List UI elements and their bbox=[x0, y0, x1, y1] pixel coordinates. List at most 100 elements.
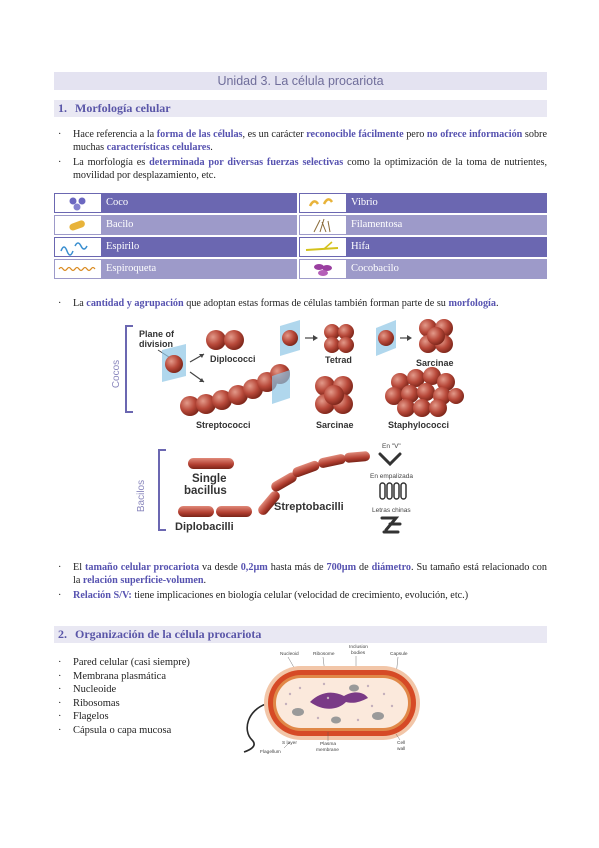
tetrad-label: Tetrad bbox=[325, 355, 352, 365]
text: Hace referencia a la bbox=[73, 129, 157, 140]
morph-label: Espirilo bbox=[106, 241, 140, 252]
bullet: · bbox=[58, 298, 62, 309]
vibrio-icon bbox=[300, 194, 346, 212]
list-item: ·Cápsula o capa mucosa bbox=[58, 724, 172, 736]
highlight: relación superficie-volumen bbox=[82, 575, 204, 587]
morph-row-vibrio: Vibrio bbox=[299, 193, 547, 213]
inclusion-label: Inclusion bbox=[349, 644, 368, 650]
chinas-label: Letras chinas bbox=[372, 507, 411, 514]
bullet: · bbox=[58, 129, 62, 140]
wall-label: wall bbox=[397, 746, 405, 752]
morph-label: Bacilo bbox=[106, 219, 134, 230]
text: que adoptan estas formas de células tamb… bbox=[183, 298, 449, 309]
paragraph-agrupacion: · La cantidad y agrupación que adoptan e… bbox=[58, 297, 547, 310]
streptobacilli-label: Streptobacilli bbox=[274, 501, 344, 513]
highlight: tamaño celular procariota bbox=[84, 562, 200, 573]
morph-label: Vibrio bbox=[351, 197, 378, 208]
streptobacilli-chain bbox=[258, 451, 370, 515]
empalizada-label: En empalizada bbox=[370, 473, 413, 480]
text: . bbox=[210, 142, 213, 154]
text: , es un carácter bbox=[242, 129, 307, 140]
division-label: division bbox=[139, 339, 173, 349]
text: La morfología es bbox=[73, 157, 150, 168]
capsule-label: Capsule bbox=[390, 651, 408, 657]
paragraph-tamano: · El tamaño celular procariota va desde … bbox=[58, 561, 547, 588]
list-item: ·Pared celular (casi siempre) bbox=[58, 657, 190, 668]
slayer-label: S layer bbox=[282, 740, 297, 746]
espirilo-icon bbox=[55, 238, 101, 256]
morph-label: Coco bbox=[106, 197, 129, 208]
coco-icon bbox=[55, 194, 101, 212]
section-title: Morfología celular bbox=[75, 101, 171, 115]
paragraph-fuerzas: · La morfología es determinada por diver… bbox=[58, 156, 547, 183]
paragraph-relacion: · Relación S/V: tiene implicaciones en b… bbox=[58, 589, 547, 602]
list-item: ·Flagelos bbox=[58, 711, 109, 722]
text: . bbox=[495, 298, 499, 309]
text: pero bbox=[403, 129, 427, 140]
sarcinae-top-label: Sarcinae bbox=[416, 358, 454, 368]
bacilos-label: Bacilos bbox=[136, 480, 147, 512]
diplococci-label: Diplococci bbox=[210, 354, 256, 364]
cocos-label: Cocos bbox=[111, 360, 122, 388]
bodies-label: bodies bbox=[351, 650, 366, 656]
highlight: determinada por diversas fuerzas selecti… bbox=[149, 157, 344, 168]
text: sobre muchas bbox=[73, 129, 547, 154]
text: como la optimización de la toma de nutri… bbox=[73, 157, 547, 182]
chinese-letters-icon bbox=[380, 516, 402, 534]
bullet: · bbox=[58, 562, 62, 573]
prokaryotic-cell-figure: Nucleoid Ribosome Inclusion bodies Capsu… bbox=[243, 644, 420, 755]
morph-row-espiroqueta: Espiroqueta bbox=[54, 259, 297, 279]
highlight: morfología bbox=[448, 298, 496, 309]
highlight: 700µm bbox=[326, 562, 357, 573]
section-title: Organización de la célula procariota bbox=[75, 627, 262, 641]
highlight: forma de las células bbox=[156, 129, 243, 140]
cocobacilo-icon bbox=[300, 260, 346, 278]
bacillus-label: bacillus bbox=[184, 485, 227, 497]
section-number: 1. bbox=[58, 101, 67, 115]
morph-row-espirilo: Espirilo bbox=[54, 237, 297, 257]
plane-label: Plane of bbox=[139, 329, 175, 339]
paragraph-forma: · Hace referencia a la forma de las célu… bbox=[58, 128, 547, 155]
cocos-bracket bbox=[125, 325, 133, 413]
morph-row-hifa: Hifa bbox=[299, 237, 547, 257]
v-shape-icon bbox=[378, 452, 402, 467]
section-heading-morfologia: 1. Morfología celular bbox=[54, 100, 547, 117]
highlight: características celulares bbox=[106, 142, 211, 154]
env-label: En "V" bbox=[382, 443, 401, 450]
morph-label: Cocobacilo bbox=[351, 263, 399, 274]
highlight: cantidad y agrupación bbox=[86, 298, 184, 309]
morph-label: Espiroqueta bbox=[106, 263, 157, 274]
single-bacillus bbox=[188, 458, 234, 469]
plasma-label: Plasma bbox=[320, 741, 336, 747]
diplobacilli-label: Diplobacilli bbox=[175, 521, 234, 533]
list-item: ·Nucleoide bbox=[58, 684, 117, 695]
text: tiene implicaciones en biología celular … bbox=[131, 590, 469, 601]
morph-row-coco: Coco bbox=[54, 193, 297, 213]
streptococci-label: Streptococci bbox=[196, 420, 251, 430]
section-number: 2. bbox=[58, 627, 67, 641]
sarcinae-bottom-label: Sarcinae bbox=[316, 420, 354, 430]
membrane-label: membrane bbox=[316, 747, 339, 753]
highlight: 0,2µm bbox=[240, 562, 268, 573]
arrangement-figure: Cocos Plane of division Diplococci Tetra… bbox=[111, 319, 464, 534]
flagellum-label: Flagellum bbox=[260, 749, 281, 755]
staphylococci-cluster bbox=[385, 367, 464, 417]
ribosome-label: Ribosome bbox=[313, 651, 335, 657]
highlight: diámetro bbox=[371, 562, 411, 573]
morph-label: Hifa bbox=[351, 241, 370, 252]
morph-row-bacilo: Bacilo bbox=[54, 215, 297, 235]
text: va desde bbox=[199, 562, 241, 573]
text: de bbox=[356, 562, 372, 573]
text: . bbox=[203, 575, 207, 587]
filamentosa-icon bbox=[300, 216, 346, 234]
highlight: no ofrece información bbox=[426, 129, 523, 140]
list-item: ·Ribosomas bbox=[58, 697, 120, 709]
morphology-table: Coco Bacilo Espirilo Espiroqueta Vibrio … bbox=[54, 193, 547, 281]
single-label: Single bbox=[192, 473, 227, 485]
hifa-icon bbox=[300, 238, 346, 256]
text: El bbox=[73, 562, 85, 573]
bullet: · bbox=[58, 157, 62, 168]
morph-label: Filamentosa bbox=[351, 219, 403, 230]
page-title: Unidad 3. La célula procariota bbox=[54, 72, 547, 90]
cell-label: Cell bbox=[397, 740, 405, 746]
